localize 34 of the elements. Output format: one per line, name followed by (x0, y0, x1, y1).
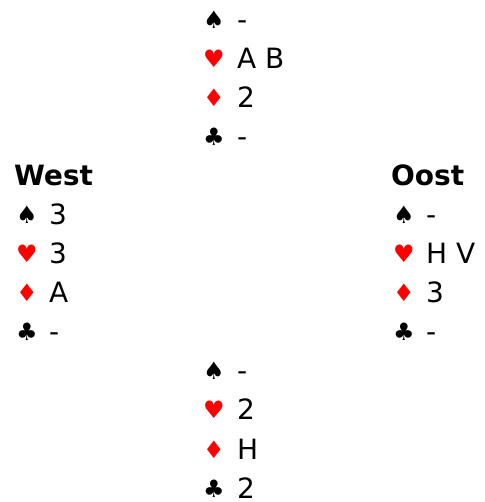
diamond-symbol: ♦ (16, 278, 38, 309)
card-ranks: 3 (49, 199, 67, 231)
card-ranks: 3 (49, 238, 67, 270)
club-symbol: ♣ (203, 122, 225, 153)
spade-symbol: ♠ (203, 5, 225, 36)
heart-symbol: ♥ (16, 239, 38, 270)
card-ranks: 2 (237, 82, 255, 114)
card-ranks: - (237, 4, 248, 36)
card-ranks: - (237, 355, 248, 387)
spade-symbol: ♠ (203, 356, 225, 387)
heart-symbol: ♥ (393, 239, 415, 270)
card-ranks: A B (237, 43, 284, 75)
player-name: Oost (391, 160, 464, 192)
card-ranks: 3 (426, 277, 444, 309)
card-ranks: - (49, 316, 60, 348)
card-ranks: - (237, 121, 248, 153)
card-ranks: - (426, 199, 436, 231)
card-ranks: A (49, 277, 68, 309)
card-ranks: 2 (237, 394, 255, 426)
spade-symbol: ♠ (16, 200, 38, 231)
player-name: West (14, 160, 93, 192)
diamond-symbol: ♦ (203, 435, 225, 466)
card-ranks: - (426, 316, 436, 348)
club-symbol: ♣ (393, 317, 415, 348)
diamond-symbol: ♦ (393, 278, 415, 309)
heart-symbol: ♥ (203, 395, 225, 426)
club-symbol: ♣ (16, 317, 38, 348)
club-symbol: ♣ (203, 474, 225, 502)
card-ranks: H (237, 434, 258, 466)
diamond-symbol: ♦ (203, 83, 225, 114)
heart-symbol: ♥ (203, 44, 225, 75)
spade-symbol: ♠ (393, 200, 415, 231)
card-ranks: H V (426, 238, 476, 270)
card-ranks: 2 (237, 473, 255, 502)
